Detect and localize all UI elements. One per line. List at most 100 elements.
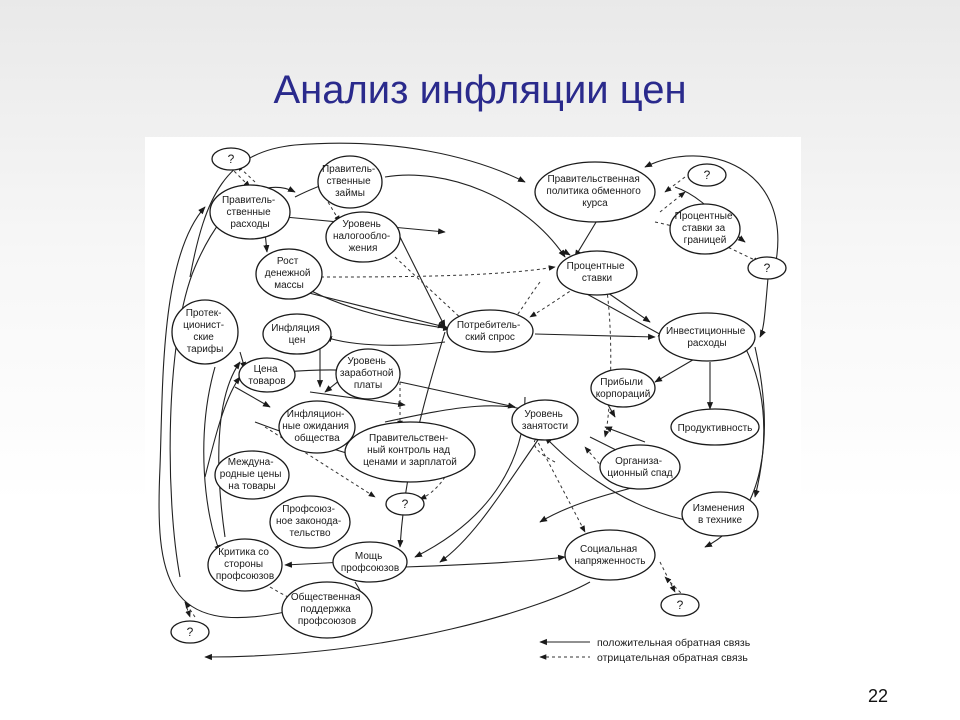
legend: положительная обратная связь отрицательн…	[539, 637, 751, 664]
node-foreign-rates: Процентные ставки за границей	[669, 203, 741, 255]
link	[218, 361, 241, 538]
svg-text:Инфляцион- ные ожидани: Инфляцион- ные ожидания общества	[282, 408, 351, 444]
link	[304, 291, 446, 329]
link	[659, 561, 676, 593]
node-protectionist-tariffs: Протек- ционист- ские тарифы	[171, 299, 239, 365]
svg-text:Правитель- ственные: Правитель- ственные займы	[322, 164, 378, 199]
link	[324, 196, 341, 223]
node-gov-control: Правительствен- ный контроль над ценами …	[344, 421, 476, 483]
link	[399, 381, 516, 409]
node-org-decline: Организа- ционный спад	[599, 444, 681, 490]
page-number: 22	[868, 686, 889, 706]
link	[394, 256, 466, 323]
node-union-criticism: Критика со стороны профсоюзов	[207, 538, 283, 592]
node-tax-level: Уровень налогообло- жения	[325, 211, 401, 263]
svg-text:Процентные ставки за: Процентные ставки за границей	[675, 211, 736, 246]
link	[664, 576, 686, 598]
node-q-right: ?	[747, 256, 787, 280]
link	[204, 581, 591, 661]
svg-text:Потребитель- ский спро: Потребитель- ский спрос	[457, 319, 523, 343]
svg-text:Общественная поддержка: Общественная поддержка профсоюзов	[291, 591, 363, 627]
link	[384, 174, 566, 258]
svg-text:?: ?	[677, 598, 684, 612]
svg-text:Профсоюз- ное законода: Профсоюз- ное законода- тельство	[276, 503, 344, 539]
node-q-top-left: ?	[211, 147, 251, 171]
link	[644, 155, 779, 268]
svg-text:Мощь профсоюзов: Мощь профсоюзов	[341, 551, 399, 574]
node-intl-prices: Междуна- родные цены на товары	[214, 450, 290, 500]
node-gov-loans: Правитель- ственные займы	[317, 155, 383, 209]
node-q-bottom-left: ?	[170, 620, 210, 644]
node-tech-change: Изменения в технике	[681, 491, 759, 537]
legend-negative-label: отрицательная обратная связь	[597, 652, 748, 664]
svg-text:Инвестиционные расходы: Инвестиционные расходы	[666, 326, 748, 349]
svg-text:Уровень налогообло-: Уровень налогообло- жения	[333, 219, 393, 254]
svg-text:Протек- ционист-: Протек- ционист- ские тарифы	[183, 308, 227, 355]
link	[314, 265, 556, 278]
link	[604, 426, 646, 443]
node-employment: Уровень занятости	[511, 399, 579, 441]
inflation-causal-diagram: ? Правитель- ственные расходы Правитель-…	[145, 137, 801, 678]
svg-text:Изменения в технике: Изменения в технике	[693, 503, 748, 526]
link	[184, 601, 196, 618]
svg-text:Инфляция цен: Инфляция цен	[271, 322, 322, 346]
svg-text:?: ?	[187, 625, 194, 639]
link	[324, 336, 446, 346]
node-public-support: Общественная поддержка профсоюзов	[281, 581, 373, 639]
node-investment: Инвестиционные расходы	[658, 312, 756, 362]
node-interest-rates: Процентные ставки	[556, 250, 638, 296]
svg-text:Продуктивность: Продуктивность	[678, 423, 753, 434]
link	[659, 191, 686, 213]
node-q-top-right: ?	[687, 163, 727, 187]
svg-text:Уровень заработной: Уровень заработной платы	[340, 356, 396, 391]
svg-text:Процентные ставки: Процентные ставки	[567, 261, 628, 284]
link	[404, 554, 566, 568]
node-q-middle: ?	[385, 492, 425, 516]
node-exchange-policy: Правительственная политика обменного кур…	[534, 161, 656, 223]
link	[664, 176, 686, 193]
node-money-supply: Рост денежной массы	[255, 248, 323, 300]
link	[544, 436, 696, 523]
svg-text:?: ?	[704, 168, 711, 182]
link	[529, 426, 586, 533]
svg-text:Правитель- ственные: Правитель- ственные расходы	[222, 195, 278, 230]
link	[264, 426, 376, 498]
svg-text:?: ?	[228, 152, 235, 166]
link	[203, 366, 221, 553]
svg-text:Уровень занятости: Уровень занятости	[522, 409, 568, 432]
slide-title: Анализ инфляции цен	[273, 68, 687, 112]
legend-positive-label: положительная обратная связь	[597, 637, 751, 649]
node-social-tension: Социальная напряженность	[564, 529, 656, 581]
link	[534, 333, 656, 340]
node-corporate-profits: Прибыли корпораций	[590, 368, 656, 408]
svg-text:Социальная напряженнос: Социальная напряженность	[574, 544, 645, 567]
svg-text:Правительствен- ный ко: Правительствен- ный контроль над ценами …	[363, 433, 457, 468]
node-productivity: Продуктивность	[670, 408, 760, 446]
svg-text:Междуна- родные цены: Междуна- родные цены на товары	[220, 457, 284, 492]
svg-text:Правительственная поли: Правительственная политика обменного кур…	[546, 174, 643, 209]
nodes: ? Правитель- ственные расходы Правитель-…	[170, 147, 787, 644]
node-union-law: Профсоюз- ное законода- тельство	[269, 495, 351, 549]
svg-text:?: ?	[764, 261, 771, 275]
node-price-inflation: Инфляция цен	[262, 313, 332, 355]
link	[189, 142, 526, 278]
node-goods-price: Цена товаров	[238, 357, 296, 393]
svg-text:Критика со стороны: Критика со стороны профсоюзов	[216, 547, 274, 582]
link	[158, 206, 286, 619]
node-consumer-demand: Потребитель- ский спрос	[446, 309, 534, 353]
svg-text:?: ?	[402, 497, 409, 511]
node-union-power: Мощь профсоюзов	[332, 541, 408, 583]
node-wage-level: Уровень заработной платы	[335, 348, 401, 400]
link	[744, 346, 765, 498]
node-inflation-expectations: Инфляцион- ные ожидания общества	[278, 400, 356, 454]
svg-text:Организа- ционный спад: Организа- ционный спад	[607, 456, 672, 479]
link	[229, 166, 251, 188]
link	[234, 386, 271, 408]
link	[603, 276, 612, 438]
node-gov-spending: Правитель- ственные расходы	[209, 184, 291, 240]
link	[439, 436, 541, 563]
svg-text:Рост денежной: Рост денежной массы	[265, 256, 314, 291]
svg-text:Цена товаров: Цена товаров	[248, 364, 285, 387]
svg-text:Прибыли корпораций: Прибыли корпораций	[596, 376, 651, 400]
link	[562, 248, 571, 256]
